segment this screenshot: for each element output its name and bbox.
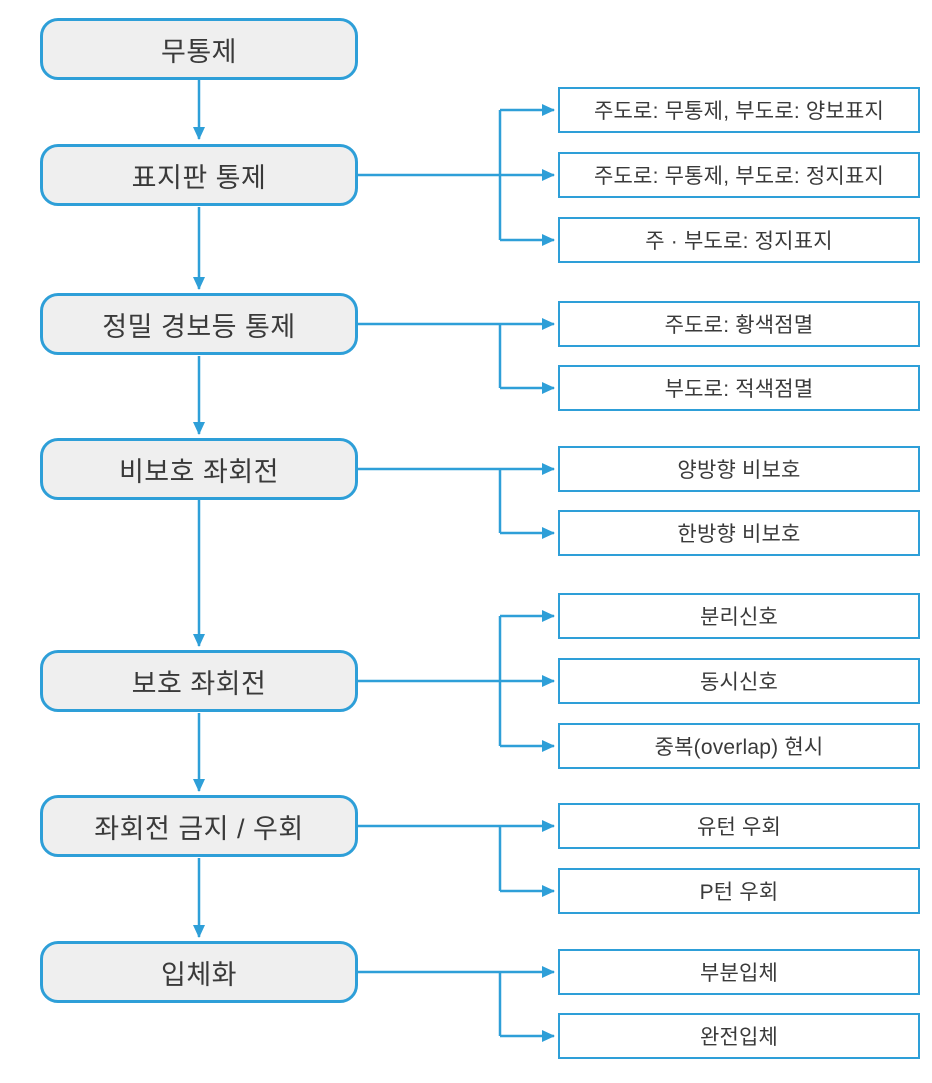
child-main-road-yellow-flash: 주도로: 황색점멸 <box>558 301 920 347</box>
child-one-way-unprotected: 한방향 비보호 <box>558 510 920 556</box>
child-overlap-phase: 중복(overlap) 현시 <box>558 723 920 769</box>
stage-left-turn-prohibition-detour: 좌회전 금지 / 우회 <box>40 795 358 857</box>
child-main-no-control-minor-stop-sign: 주도로: 무통제, 부도로: 정지표지 <box>558 152 920 198</box>
child-minor-road-red-flash: 부도로: 적색점멸 <box>558 365 920 411</box>
child-simultaneous-signal: 동시신호 <box>558 658 920 704</box>
child-main-minor-stop-sign: 주 · 부도로: 정지표지 <box>558 217 920 263</box>
child-main-no-control-minor-yield-sign: 주도로: 무통제, 부도로: 양보표지 <box>558 87 920 133</box>
child-separate-signal: 분리신호 <box>558 593 920 639</box>
stage-grade-separation: 입체화 <box>40 941 358 1003</box>
stage-beacon-control: 정밀 경보등 통제 <box>40 293 358 355</box>
child-full-grade-separation: 완전입체 <box>558 1013 920 1059</box>
stage-sign-control: 표지판 통제 <box>40 144 358 206</box>
child-u-turn-detour: 유턴 우회 <box>558 803 920 849</box>
child-p-turn-detour: P턴 우회 <box>558 868 920 914</box>
child-partial-grade-separation: 부분입체 <box>558 949 920 995</box>
stage-no-control: 무통제 <box>40 18 358 80</box>
child-two-way-unprotected: 양방향 비보호 <box>558 446 920 492</box>
stage-protected-left-turn: 보호 좌회전 <box>40 650 358 712</box>
stage-unprotected-left-turn: 비보호 좌회전 <box>40 438 358 500</box>
